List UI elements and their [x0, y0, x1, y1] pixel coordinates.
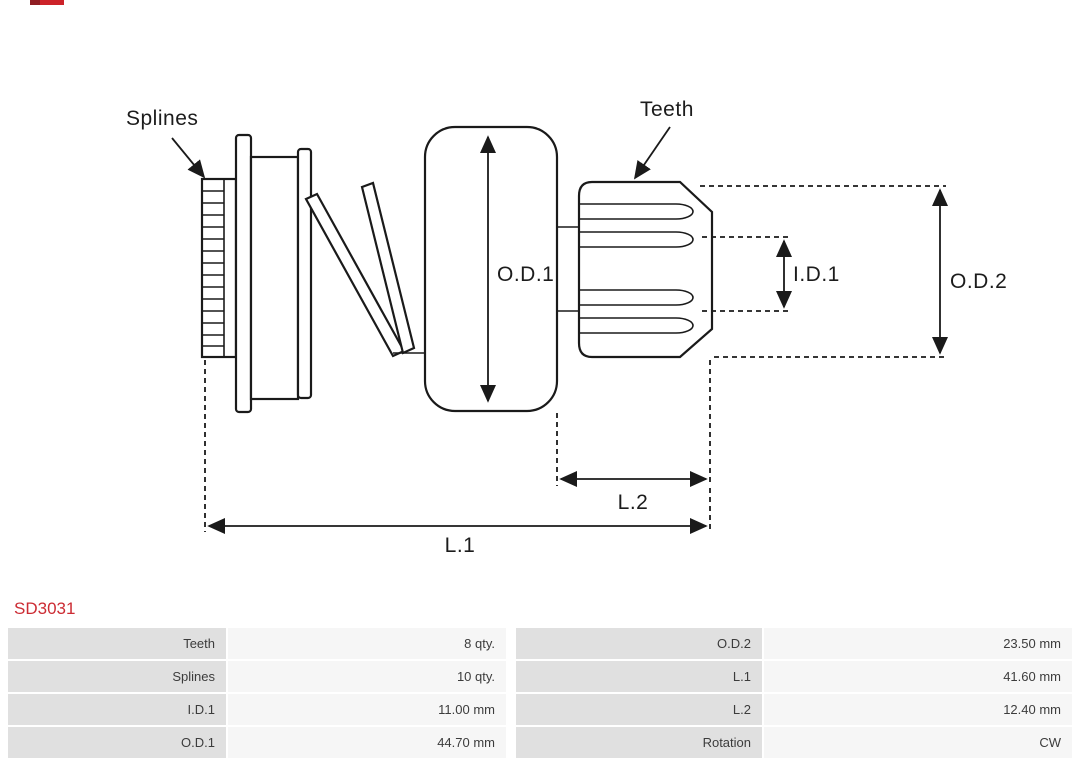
dim-od2: O.D.2 [700, 185, 1007, 358]
flange-discs [234, 133, 313, 414]
splines-label: Splines [126, 107, 198, 130]
dim-id1: I.D.1 [702, 236, 840, 312]
starter-drive-technical-drawing: O.D.1 I.D.1 O.D.2 L.2 L.1 [126, 98, 1007, 557]
spec-label-cell: Teeth [8, 628, 226, 659]
spec-column-spacer [508, 661, 514, 692]
spec-label-cell: I.D.1 [8, 694, 226, 725]
teeth-label: Teeth [640, 98, 694, 121]
pinion-gear [577, 180, 714, 359]
spec-value-cell: 23.50 mm [764, 628, 1072, 659]
spec-value-cell: 41.60 mm [764, 661, 1072, 692]
id1-label: I.D.1 [793, 263, 840, 286]
spec-value-cell: 11.00 mm [228, 694, 506, 725]
spec-label-cell: L.1 [516, 661, 762, 692]
dim-l1: L.1 [204, 360, 711, 557]
od1-label: O.D.1 [497, 263, 554, 286]
spec-column-spacer [508, 628, 514, 659]
splined-shaft [200, 177, 238, 359]
spec-column-spacer [508, 727, 514, 758]
l1-label: L.1 [445, 534, 476, 557]
spec-value-cell: 44.70 mm [228, 727, 506, 758]
spec-label-cell: L.2 [516, 694, 762, 725]
spec-section: SD3031 Teeth 8 qty. O.D.2 23.50 mm Splin… [8, 599, 1072, 758]
callout-splines: Splines [126, 107, 206, 179]
spec-label-cell: O.D.2 [516, 628, 762, 659]
logo-fragment [30, 0, 64, 5]
spec-label-cell: O.D.1 [8, 727, 226, 758]
part-number: SD3031 [14, 599, 76, 618]
l2-label: L.2 [618, 491, 649, 514]
spec-table: Teeth 8 qty. O.D.2 23.50 mm Splines 10 q… [8, 628, 1072, 758]
shaft-neck [557, 226, 579, 312]
spring [304, 181, 425, 358]
dim-od1: O.D.1 [479, 135, 554, 403]
spec-label-cell: Rotation [516, 727, 762, 758]
spec-value-cell: 10 qty. [228, 661, 506, 692]
od2-label: O.D.2 [950, 270, 1007, 293]
dim-l2: L.2 [556, 360, 711, 514]
spec-value-cell: 8 qty. [228, 628, 506, 659]
spec-label-cell: Splines [8, 661, 226, 692]
callout-teeth: Teeth [633, 98, 694, 180]
spec-value-cell: 12.40 mm [764, 694, 1072, 725]
spec-value-cell: CW [764, 727, 1072, 758]
spec-column-spacer [508, 694, 514, 725]
